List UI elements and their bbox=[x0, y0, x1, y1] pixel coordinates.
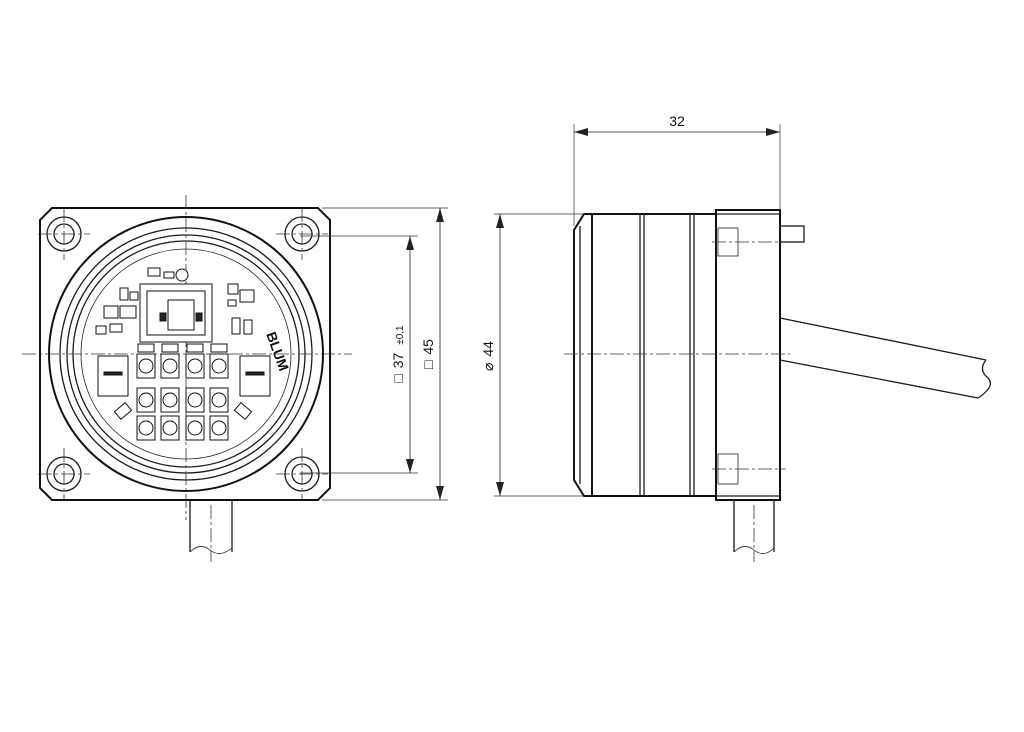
side-view bbox=[564, 209, 992, 562]
led bbox=[136, 353, 156, 379]
outer-square-symbol: □ bbox=[420, 360, 436, 369]
inner-square-value: 37 bbox=[390, 352, 406, 368]
side-cable-stub bbox=[733, 500, 775, 562]
svg-text:⌀ 44: ⌀ 44 bbox=[480, 341, 496, 371]
length-value: 32 bbox=[669, 113, 685, 129]
led bbox=[185, 415, 205, 441]
pcb-components bbox=[95, 267, 271, 421]
outer-square-value: 45 bbox=[420, 339, 436, 355]
led-pad bbox=[210, 343, 228, 353]
dimension-diameter: ⌀ 44 bbox=[480, 213, 584, 497]
led-pad bbox=[137, 343, 155, 353]
led-pad bbox=[161, 343, 179, 353]
led bbox=[209, 387, 229, 413]
led bbox=[160, 387, 180, 413]
led bbox=[185, 387, 205, 413]
diameter-value: 44 bbox=[480, 341, 496, 357]
led-pad bbox=[186, 343, 204, 353]
led bbox=[160, 415, 180, 441]
led bbox=[209, 415, 229, 441]
connector-left bbox=[97, 355, 129, 397]
front-view: BLUM bbox=[22, 195, 352, 562]
connector-right bbox=[239, 355, 271, 397]
svg-text:□ 37 ±0,1: □ 37 ±0,1 bbox=[390, 325, 406, 383]
led-grid bbox=[136, 343, 229, 441]
side-pin bbox=[779, 225, 805, 243]
diameter-symbol: ⌀ bbox=[480, 363, 496, 371]
inner-square-symbol: □ bbox=[390, 374, 406, 383]
dimension-length: 32 bbox=[573, 113, 781, 226]
side-cable bbox=[779, 317, 992, 399]
led bbox=[136, 415, 156, 441]
led bbox=[209, 353, 229, 379]
led bbox=[160, 353, 180, 379]
side-rear-flange bbox=[715, 209, 781, 501]
dimension-outer-square: □ 45 bbox=[322, 207, 448, 501]
flange-outline bbox=[39, 207, 331, 501]
dimension-inner-square: □ 37 ±0,1 bbox=[300, 235, 418, 474]
led bbox=[136, 387, 156, 413]
led bbox=[185, 353, 205, 379]
side-front-cap bbox=[573, 213, 593, 497]
front-cable-stub bbox=[189, 500, 233, 562]
inner-square-tolerance: ±0,1 bbox=[395, 325, 406, 345]
svg-text:□ 45: □ 45 bbox=[420, 339, 436, 369]
side-body bbox=[591, 213, 717, 497]
